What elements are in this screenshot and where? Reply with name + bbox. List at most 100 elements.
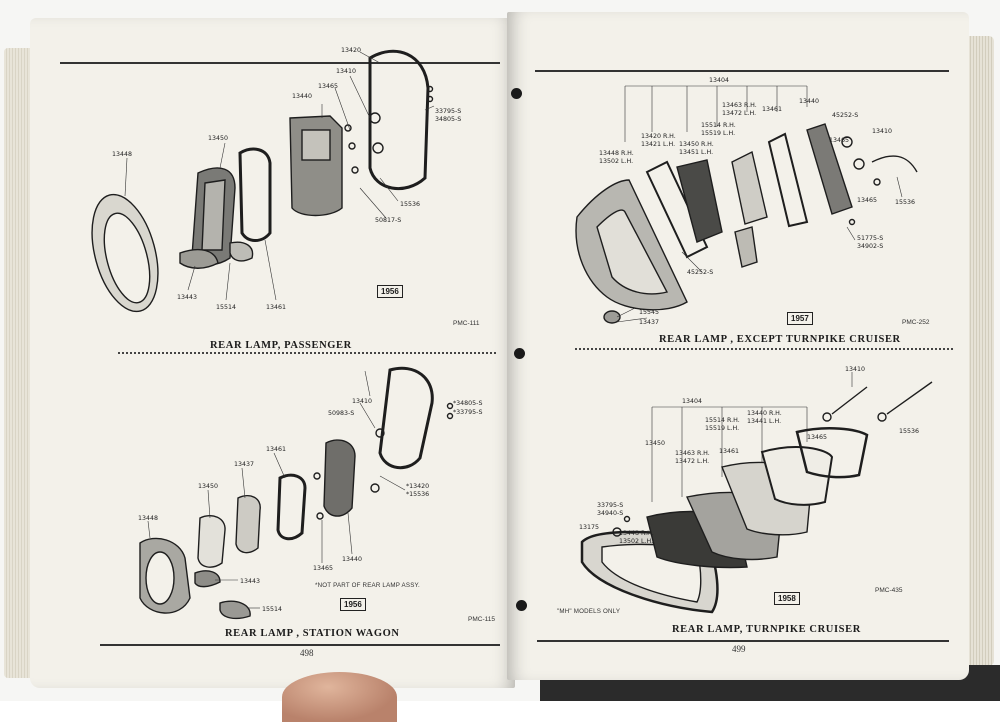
part-number-label: 51775-S	[857, 235, 883, 242]
figure-code: PMC-252	[902, 319, 930, 326]
part-number-label: 13440	[799, 98, 819, 105]
section-divider	[118, 352, 496, 354]
part-number-label: *15536	[406, 491, 429, 498]
right-page: 13404 13463 R.H. 13472 L.H. 13461 13440 …	[507, 12, 969, 680]
section-divider	[575, 348, 953, 350]
part-number-label: 13410	[872, 128, 892, 135]
part-number-label: 34940-S	[597, 510, 623, 517]
part-number-label: 13472 L.H.	[675, 458, 709, 465]
part-number-label: 13450	[198, 483, 218, 490]
part-number-label: 13461	[266, 446, 286, 453]
part-number-label: 13443	[177, 294, 197, 301]
part-number-label: 13448 R.H.	[599, 150, 634, 157]
part-number-label: 15536	[895, 199, 915, 206]
part-number-label: *33795-S	[453, 409, 482, 416]
diagram-rear-lamp-turnpike-cruiser: 13410 15536 13404 15514 R.H. 15519 L.H. …	[579, 366, 933, 614]
part-number-label: *34805-S	[453, 400, 482, 407]
part-number-label: 13420 R.H.	[641, 133, 676, 140]
figure-caption: REAR LAMP, TURNPIKE CRUISER	[672, 624, 861, 635]
figure-caption: REAR LAMP , STATION WAGON	[225, 628, 400, 639]
part-number-label: 15514 R.H.	[701, 122, 736, 129]
part-number-label: 13410	[352, 398, 372, 405]
part-number-label: 13440 R.H.	[747, 410, 782, 417]
part-number-label: 13461	[762, 106, 782, 113]
part-number-label: 13463 R.H.	[675, 450, 710, 457]
part-number-label: 50817-S	[375, 217, 401, 224]
page-number: 499	[732, 644, 746, 654]
part-number-label: 13443	[240, 578, 260, 585]
figure-code: PMC-111	[453, 320, 480, 327]
part-number-label: 33795-S	[597, 502, 623, 509]
header-rule	[535, 70, 949, 72]
part-number-label: 13404	[709, 77, 729, 84]
part-number-label: 13410	[845, 366, 865, 373]
part-number-label: 13441 L.H.	[747, 418, 781, 425]
part-number-label: 45252-S	[687, 269, 713, 276]
part-number-label: 13465	[313, 565, 333, 572]
part-number-label: 13448	[138, 515, 158, 522]
part-number-label: 15519 L.H.	[705, 425, 739, 432]
part-number-label: 13463 R.H.	[722, 102, 757, 109]
page-number: 498	[300, 648, 314, 658]
part-number-label: 33795-S	[435, 108, 461, 115]
binder-hole	[516, 600, 527, 611]
part-number-label: 13404	[682, 398, 702, 405]
year-badge: 1956	[340, 598, 366, 611]
part-number-label: 13410	[336, 68, 356, 75]
part-number-label: 13440	[342, 556, 362, 563]
figure-caption: REAR LAMP, PASSENGER	[210, 340, 352, 351]
diagram-rear-lamp-station-wagon: 13410 50983-S *34805-S *33795-S 13461 13…	[138, 366, 482, 620]
part-number-label: 13472 L.H.	[722, 110, 756, 117]
part-number-label: 13465	[857, 197, 877, 204]
part-number-label: 13450	[645, 440, 665, 447]
part-number-label: 13465	[807, 434, 827, 441]
part-number-label: 13461	[719, 448, 739, 455]
part-number-label: 13502 L.H.	[599, 158, 633, 165]
part-number-label: 13448	[112, 151, 132, 158]
part-number-label: 15514	[262, 606, 282, 613]
models-note: "MH" MODELS ONLY	[557, 608, 621, 615]
part-number-label: 15536	[899, 428, 919, 435]
part-number-label: 13450	[208, 135, 228, 142]
binder-hole	[514, 348, 525, 359]
part-number-label: *13420	[406, 483, 429, 490]
part-number-label: 13450 R.H.	[679, 141, 714, 148]
part-number-label: 13175	[579, 524, 599, 531]
part-number-label: 13437	[234, 461, 254, 468]
part-number-label: 13461	[266, 304, 286, 311]
part-number-label: 15536	[400, 201, 420, 208]
part-number-label: 13502 L.H.	[619, 538, 653, 545]
left-page-stack	[4, 48, 30, 678]
part-number-label: 15514	[216, 304, 236, 311]
figure-code: PMC-115	[468, 616, 495, 623]
year-badge: 1957	[787, 312, 813, 325]
part-number-label: 50983-S	[328, 410, 354, 417]
part-number-label: 13420	[341, 47, 361, 54]
diagram-rear-lamp-except-turnpike: 13404 13463 R.H. 13472 L.H. 13461 13440 …	[575, 77, 918, 326]
part-number-label: 13448 R.H.	[619, 530, 654, 537]
year-badge: 1958	[774, 592, 800, 605]
part-number-label: 45252-S	[832, 112, 858, 119]
figure-caption: REAR LAMP , EXCEPT TURNPIKE CRUISER	[659, 334, 901, 345]
part-number-label: 34902-S	[857, 243, 883, 250]
part-number-label: 13421 L.H.	[641, 141, 675, 148]
part-number-label: 34805-S	[435, 116, 461, 123]
part-number-label: 15514 R.H.	[705, 417, 740, 424]
header-rule	[60, 62, 500, 64]
footnote: *NOT PART OF REAR LAMP ASSY.	[315, 582, 420, 589]
year-badge: 1956	[377, 285, 403, 298]
figure-code: PMC-435	[875, 587, 903, 594]
part-number-label: 13437	[639, 319, 659, 326]
left-page: 13420 13410 13465 13440 13450 13448 3379…	[30, 18, 515, 688]
part-number-label: 13465	[829, 137, 849, 144]
part-number-label: 15519 L.H.	[701, 130, 735, 137]
diagram-rear-lamp-passenger: 13420 13410 13465 13440 13450 13448 3379…	[91, 47, 461, 313]
footer-rule	[100, 644, 500, 646]
thumb	[282, 672, 397, 722]
part-number-label: 13451 L.H.	[679, 149, 713, 156]
binder-hole	[511, 88, 522, 99]
part-number-label: 15545	[639, 309, 659, 316]
part-number-label: 13465	[318, 83, 338, 90]
footer-rule	[537, 640, 949, 642]
part-number-label: 13440	[292, 93, 312, 100]
